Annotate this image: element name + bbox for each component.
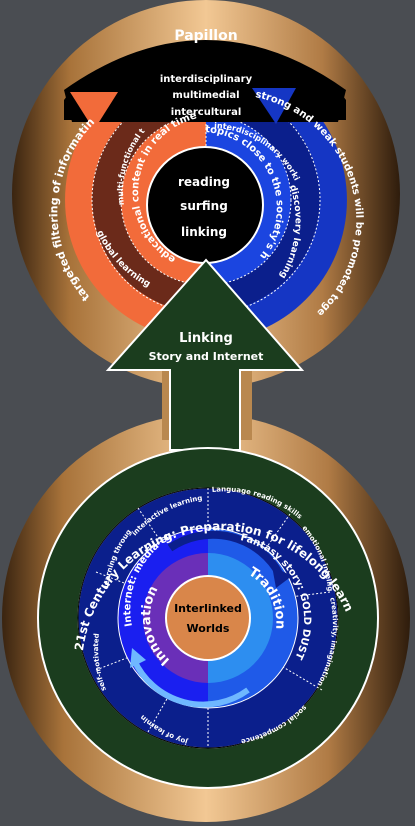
top-subtitle-1: interdisciplinary (160, 74, 253, 85)
right-arrow-tip (252, 88, 296, 124)
arrow-line-2: Story and Internet (149, 350, 264, 363)
left-arrow-tip (70, 92, 118, 130)
center-word-2: surfing (180, 199, 228, 213)
top-subtitle-2: multimedial (172, 90, 239, 101)
top-title: Papillon (174, 28, 237, 44)
top-subtitle-3: intercultural (171, 107, 242, 118)
center-word-3: linking (181, 225, 227, 239)
center-word-1: reading (178, 175, 230, 189)
bottom-center-word-1: Interlinked (174, 602, 242, 615)
arrow-line-1: Linking (179, 331, 233, 346)
bottom-center-disc (165, 575, 251, 661)
bottom-center-word-2: Worlds (187, 622, 230, 635)
